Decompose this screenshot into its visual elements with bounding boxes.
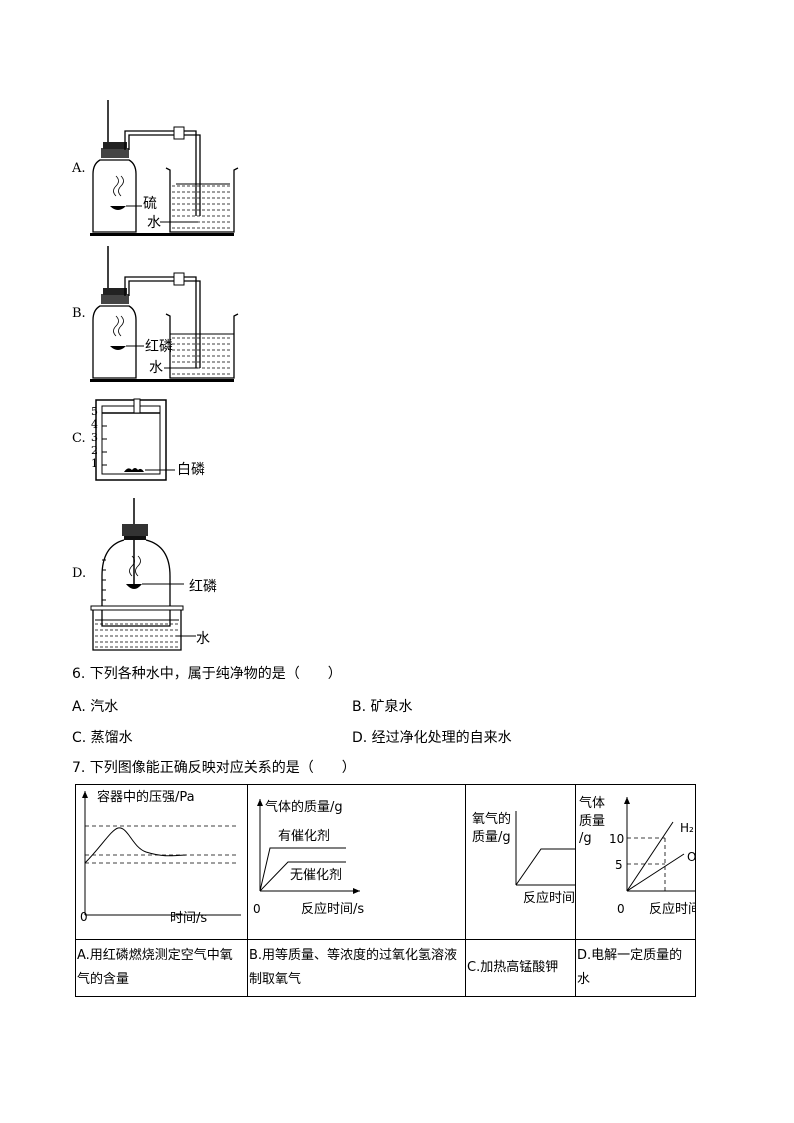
- caption-d-cell: D.电解一定质量的水: [575, 939, 696, 997]
- apparatus-b-substance-label: 红磷: [145, 339, 173, 355]
- apparatus-c-leader-line: [145, 469, 175, 471]
- graph-c: 氧气的 质量/g 反应时间: [472, 811, 575, 906]
- option-c-letter: C.: [72, 431, 86, 446]
- caption-b: B.用等质量、等浓度的过氧化氢溶液制取氧气: [249, 948, 458, 987]
- apparatus-c-figure: [95, 398, 167, 481]
- graph-b-xlabel: 反应时间/s: [301, 901, 364, 917]
- graph-b-ylabel: 气体的质量/g: [265, 799, 343, 815]
- graph-d-origin: 0: [617, 902, 625, 916]
- question-6-stem: 6. 下列各种水中，属于纯净物的是（ ）: [72, 666, 342, 682]
- graph-d-ylabel-line3: /g: [579, 831, 592, 846]
- caption-d: D.电解一定质量的水: [577, 948, 683, 987]
- graph-b-line2-label: 无催化剂: [290, 868, 342, 883]
- graph-d-ylabel-line1: 气体: [579, 795, 605, 811]
- graph-a-xlabel: 时间/s: [170, 911, 207, 926]
- apparatus-c-scale-2: 2: [91, 444, 98, 457]
- apparatus-d-water-label: 水: [196, 631, 210, 647]
- graph-d-ylabel-line2: 质量: [579, 814, 605, 829]
- graph-c-xlabel: 反应时间: [523, 890, 575, 906]
- graph-a-origin: 0: [80, 910, 88, 924]
- question-6-option-a: A. 汽水: [72, 699, 119, 715]
- option-b-letter: B.: [72, 306, 86, 321]
- question-7-graph-table: 容器中的压强/Pa 0 时间/s 气体的质量/g 有催: [75, 784, 696, 997]
- graph-d-series-o: O: [687, 850, 695, 864]
- caption-a: A.用红磷燃烧测定空气中氧气的含量: [77, 948, 233, 987]
- graph-d-tick-5: 5: [615, 858, 623, 872]
- graph-d: 气体 质量 /g 10 5 0 反应时间 H₂ O: [579, 795, 695, 917]
- graph-c-ylabel-line2: 质量/g: [472, 830, 511, 845]
- graph-d-xlabel: 反应时间: [649, 901, 695, 917]
- graph-b: 气体的质量/g 有催化剂 无催化剂 0 反应时间/s: [253, 799, 364, 917]
- question-7-stem: 7. 下列图像能正确反映对应关系的是（ ）: [72, 760, 356, 776]
- graph-c-ylabel-line1: 氧气的: [472, 811, 511, 827]
- caption-b-cell: B.用等质量、等浓度的过氧化氢溶液制取氧气: [247, 939, 466, 997]
- graph-a-ylabel: 容器中的压强/Pa: [97, 789, 195, 805]
- apparatus-b-water-label: 水: [149, 360, 163, 376]
- graph-c-cell: 氧气的 质量/g 反应时间: [465, 784, 576, 940]
- question-6-option-d: D. 经过净化处理的自来水: [352, 730, 512, 746]
- apparatus-c-scale-4: 4: [91, 418, 98, 431]
- question-6-option-c: C. 蒸馏水: [72, 730, 133, 746]
- apparatus-a-water-label: 水: [147, 215, 161, 231]
- apparatus-d-substance-label: 红磷: [189, 579, 217, 595]
- graph-d-series-h2: H₂: [680, 821, 694, 835]
- apparatus-c-scale-5: 5: [91, 405, 98, 418]
- graph-d-cell: 气体 质量 /g 10 5 0 反应时间 H₂ O: [575, 784, 696, 940]
- option-a-letter: A.: [72, 161, 86, 176]
- apparatus-d-figure: [90, 498, 196, 651]
- graph-a: 容器中的压强/Pa 0 时间/s: [80, 789, 241, 926]
- apparatus-b-figure: [90, 246, 239, 382]
- apparatus-a-figure: [90, 100, 239, 236]
- option-d-letter: D.: [72, 566, 87, 581]
- question-6-option-b: B. 矿泉水: [352, 699, 413, 715]
- graph-b-origin: 0: [253, 902, 261, 916]
- apparatus-c-scale-1: 1: [91, 457, 98, 470]
- apparatus-a-substance-label: 硫: [143, 196, 157, 212]
- caption-a-cell: A.用红磷燃烧测定空气中氧气的含量: [75, 939, 248, 997]
- graph-a-cell: 容器中的压强/Pa 0 时间/s: [75, 784, 248, 940]
- caption-c-cell: C.加热高锰酸钾: [465, 939, 576, 997]
- caption-c: C.加热高锰酸钾: [467, 960, 559, 975]
- graph-d-tick-10: 10: [609, 832, 624, 846]
- apparatus-c-substance-label: 白磷: [177, 462, 205, 478]
- graph-b-cell: 气体的质量/g 有催化剂 无催化剂 0 反应时间/s: [247, 784, 466, 940]
- apparatus-c-scale-3: 3: [91, 431, 98, 444]
- graph-b-line1-label: 有催化剂: [278, 829, 330, 844]
